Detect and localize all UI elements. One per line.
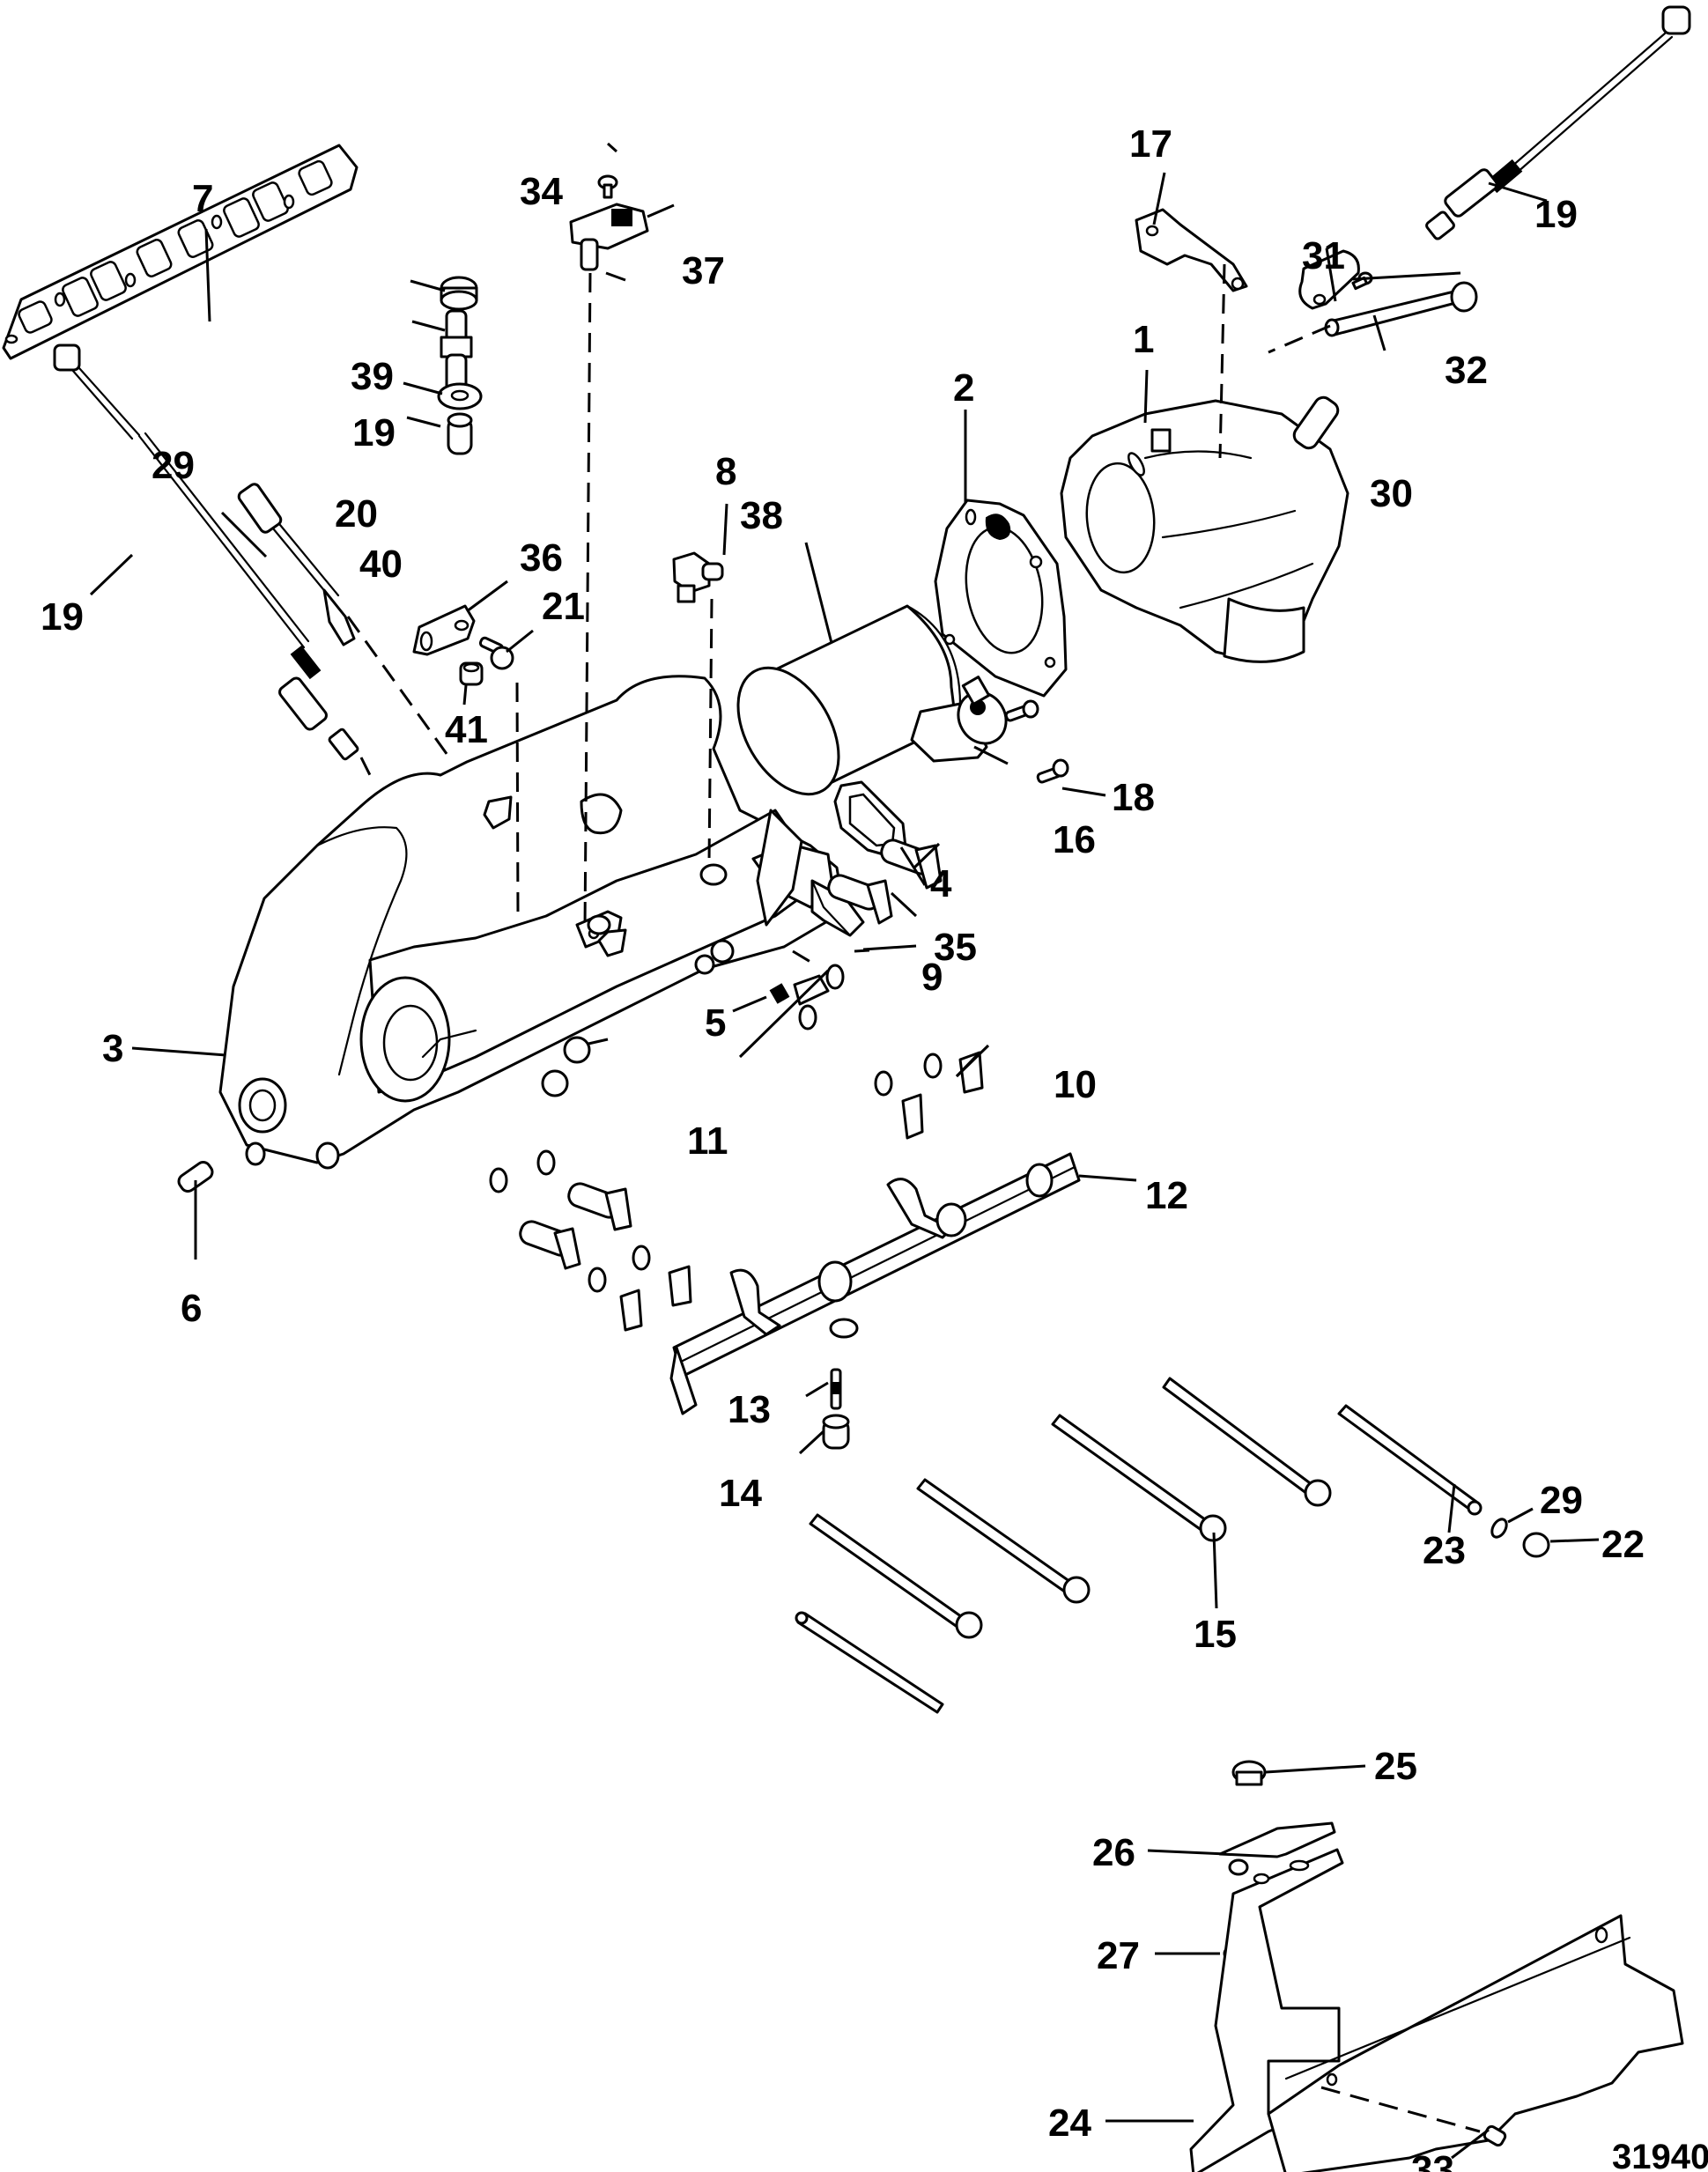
callout-29: 29 xyxy=(152,444,195,487)
manifold-gasket xyxy=(2,144,359,360)
bolt-15-d xyxy=(1162,1377,1332,1507)
callout-32: 31 xyxy=(1302,234,1345,277)
stud-left-long xyxy=(795,1611,944,1714)
callout-1: 1 xyxy=(1133,318,1154,361)
callout-40: 39 xyxy=(351,355,394,398)
callout-2: 2 xyxy=(953,366,974,410)
plate-27 xyxy=(1218,1821,1336,1858)
callout-13: 13 xyxy=(728,1388,771,1431)
callout-22: 21 xyxy=(542,585,585,628)
callout-4: 4 xyxy=(930,862,952,905)
callout-25: 24 xyxy=(1048,2102,1091,2145)
callout-28: 27 xyxy=(1097,1934,1140,1977)
nut-26 xyxy=(1231,1760,1267,1786)
callout-10: 10 xyxy=(1054,1063,1097,1106)
bracket-17 xyxy=(1135,208,1248,292)
callout-39: 38 xyxy=(740,494,783,537)
callout-19-left: 19 xyxy=(41,595,84,639)
callout-16: 16 xyxy=(1053,818,1096,861)
fuel-injector-lower-b xyxy=(567,1182,632,1231)
callout-38: 37 xyxy=(682,249,725,292)
bracket-37 xyxy=(412,604,476,656)
washer-30 xyxy=(1490,1518,1508,1539)
idle-air-control-valve xyxy=(910,676,1008,763)
callout-14: 14 xyxy=(719,1472,762,1515)
fuel-injector-upper-a xyxy=(827,874,893,925)
washer-21 xyxy=(437,382,483,410)
nut-23 xyxy=(1522,1532,1550,1558)
callout-labels: 7 34 37 39 19 20 40 29 19 36 21 41 8 38 … xyxy=(41,122,1708,2172)
spacer-nut-40 xyxy=(440,276,478,311)
nut-42 xyxy=(459,661,484,686)
alignment-lines xyxy=(346,263,1481,2133)
callout-5: 5 xyxy=(705,1001,726,1045)
callout-42: 41 xyxy=(445,708,488,751)
callout-7: 7 xyxy=(192,177,213,220)
callout-21: 20 xyxy=(335,492,378,536)
injector-clips-lower xyxy=(619,1265,692,1332)
clip-32 xyxy=(1298,249,1360,310)
callout-31: 30 xyxy=(1370,472,1413,515)
fuel-rail xyxy=(669,1152,1081,1415)
callout-6: 6 xyxy=(181,1287,202,1330)
callout-18: 18 xyxy=(1112,776,1155,819)
callout-8: 8 xyxy=(715,450,736,493)
spacer-41 xyxy=(447,412,473,455)
callout-35: 34 xyxy=(520,170,563,213)
throttle-body xyxy=(1060,395,1349,663)
oxygen-sensor-right xyxy=(1425,5,1691,240)
valve-cap xyxy=(822,1414,850,1450)
callout-27: 26 xyxy=(1092,1831,1135,1874)
o-ring-group-upper xyxy=(798,964,943,1097)
cylinder-39 xyxy=(736,604,962,796)
screw-35 xyxy=(597,174,618,199)
sensor-harness xyxy=(237,483,356,646)
callout-15: 15 xyxy=(1194,1613,1237,1656)
exhaust-manifold xyxy=(218,675,846,1170)
callout-19-right: 19 xyxy=(1534,193,1578,236)
screw-22 xyxy=(478,636,514,670)
screw-18-lower xyxy=(1036,758,1069,784)
callout-11: 11 xyxy=(687,1119,728,1163)
callout-17: 17 xyxy=(1129,122,1172,166)
callout-34: 33 xyxy=(1411,2148,1454,2172)
callout-12: 12 xyxy=(1145,1174,1188,1217)
schrader-valve xyxy=(830,1368,842,1410)
leader-lines xyxy=(89,142,1600,2160)
bolt-15-b xyxy=(916,1478,1091,1604)
hose-fitting xyxy=(177,1160,214,1193)
bolt-31 xyxy=(1324,281,1478,337)
callout-3: 3 xyxy=(102,1027,123,1070)
map-sensor xyxy=(569,203,649,271)
bolt-15-c xyxy=(1051,1414,1227,1542)
callout-20: 19 xyxy=(352,411,396,454)
callout-23: 22 xyxy=(1601,1523,1645,1566)
callout-24: 23 xyxy=(1423,1529,1466,1572)
callout-33: 32 xyxy=(1445,349,1488,392)
callout-37: 36 xyxy=(520,536,563,580)
throttle-body-gasket xyxy=(934,499,1068,698)
fuel-injector-lower-a xyxy=(519,1220,581,1270)
o-ring-group-lower xyxy=(489,1149,651,1293)
callout-30: 29 xyxy=(1540,1479,1583,1522)
callout-26: 25 xyxy=(1374,1745,1417,1788)
stud-24 xyxy=(1337,1404,1482,1516)
screw-18-upper xyxy=(1004,699,1039,722)
bracket-25 xyxy=(1189,1848,1684,2172)
callout-41: 40 xyxy=(359,543,403,586)
oxygen-sensor-left xyxy=(53,344,359,761)
callout-9: 9 xyxy=(921,956,943,999)
elbow-fitting xyxy=(672,551,724,603)
figure-id: 31940 xyxy=(1612,2138,1708,2172)
injector-clips-upper xyxy=(901,1051,984,1140)
bolt-15-a xyxy=(809,1513,983,1639)
callout-36: 35 xyxy=(934,926,977,969)
